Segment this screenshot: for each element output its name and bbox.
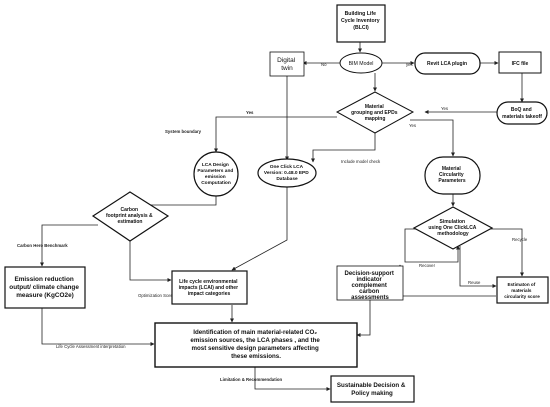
edge-decision-support-to-identification: [356, 300, 371, 337]
edge-mapping-to-circularity: [410, 119, 455, 157]
edge-score-to-decision-support: [398, 264, 496, 297]
node-material-mapping: Material grouping and EPDs mapping: [335, 91, 415, 134]
edge-label-limitation-recommendation: Limitation & Recommendation: [220, 377, 282, 382]
node-ifc-file-label: IFC file: [512, 61, 529, 67]
edge-mapping-to-lca-design: [214, 116, 337, 153]
node-material-mapping-label: Material grouping and EPDs mapping: [351, 104, 399, 122]
node-one-click-lca-label: One Click LCA Version: 0.48.0 EPD Databa…: [264, 164, 310, 182]
edge-one-click-to-impacts: [231, 186, 288, 271]
node-boq: BoQ and materials takeoff: [496, 101, 548, 125]
node-simulation-label: Simulation using One ClickLCA methodolog…: [428, 219, 477, 237]
node-digital-twin: Digital twin: [269, 51, 305, 77]
node-simulation: Simulation using One ClickLCA methodolog…: [412, 206, 494, 250]
edge-mapping-to-one-click: [311, 133, 376, 163]
node-decision-support: Decision-support indicator complement ca…: [336, 265, 404, 301]
edge-label-reuse: Reuse: [468, 280, 481, 285]
edge-label-yes-left: Yes: [246, 110, 254, 115]
node-one-click-lca: One Click LCA Version: 0.48.0 EPD Databa…: [257, 158, 317, 188]
node-identification-label: Identification of main material-related …: [190, 329, 321, 360]
node-life-cycle-impacts: Life cycle environmental impacts (LCAI) …: [171, 270, 248, 305]
edge-identification-to-decision: [254, 367, 331, 391]
node-bim-model: BIM Model: [339, 52, 383, 74]
edge-label-yes-down: Yes: [409, 123, 416, 128]
edges: [40, 42, 524, 391]
edge-label-no: No: [321, 62, 327, 67]
node-blci-label: Building Life Cycle Inventory (BLCI): [341, 11, 381, 31]
node-material-circularity: Material Circularity Parameters: [424, 156, 481, 195]
edge-emission-to-identification: [41, 308, 155, 346]
node-emission-reduction: Emission reduction output/ climate chang…: [4, 266, 86, 309]
node-lca-design-label: LCA Design Parameters and emission Compu…: [197, 162, 234, 186]
edge-label-recover: Recover: [419, 263, 436, 268]
node-digital-twin-label: Digital twin: [277, 57, 297, 72]
edge-label-yes-right: Yes: [441, 106, 448, 111]
node-sustainable-decision-label: Sustainable Decision & Policy making: [337, 382, 407, 397]
edge-label-life-cycle-interpretation: Life Cycle Assessment interpretation: [56, 344, 126, 349]
edge-carbon-to-impacts: [129, 241, 172, 282]
node-carbon-footprint-label: Carbon footprint analysis & estimation: [106, 207, 154, 225]
node-revit-plugin-label: Revit LCA plugin: [427, 61, 467, 67]
edge-label-yes-bim: yes: [406, 62, 413, 67]
node-decision-support-label: Decision-support indicator complement ca…: [344, 271, 395, 301]
node-blci: Building Life Cycle Inventory (BLCI): [336, 4, 386, 43]
node-ifc-file: IFC file: [498, 51, 542, 74]
edge-label-system-boundary: System boundary: [165, 129, 202, 134]
edge-label-optimization-scenario: Optimization Scenario: [138, 293, 181, 298]
node-revit-plugin: Revit LCA plugin: [414, 52, 481, 75]
edge-simulation-to-score: [490, 228, 524, 277]
node-circularity-score-label: Estimaton of materials circularity score: [504, 282, 540, 299]
nodes: Building Life Cycle Inventory (BLCI) Dig…: [4, 4, 549, 403]
node-life-cycle-impacts-label: Life cycle environmental impacts (LCAI) …: [179, 279, 240, 297]
edge-label-recycle: Recycle: [512, 237, 528, 242]
node-circularity-score: Estimaton of materials circularity score: [496, 276, 549, 304]
node-emission-reduction-label: Emission reduction output/ climate chang…: [9, 276, 80, 299]
node-boq-label: BoQ and materials takeoff: [502, 107, 542, 120]
edge-carbon-to-emission: [40, 224, 98, 267]
node-identification: Identification of main material-related …: [154, 322, 358, 368]
edge-simulation-reuse: [459, 246, 497, 288]
edge-label-carbon-hero-benchmark: Carbon Hero Benchmark: [17, 243, 68, 248]
node-material-circularity-label: Material Circularity Parameters: [438, 166, 465, 184]
node-bim-model-label: BIM Model: [349, 61, 374, 67]
node-sustainable-decision: Sustainable Decision & Policy making: [330, 375, 415, 403]
edge-labels: No yes Yes Yes Yes System boundary Inclu…: [17, 62, 528, 382]
edge-simulation-recover: [404, 228, 460, 263]
node-carbon-footprint: Carbon footprint analysis & estimation: [91, 191, 170, 242]
node-lca-design: LCA Design Parameters and emission Compu…: [193, 151, 239, 197]
edge-label-include-model-check: Include model check: [341, 159, 381, 164]
